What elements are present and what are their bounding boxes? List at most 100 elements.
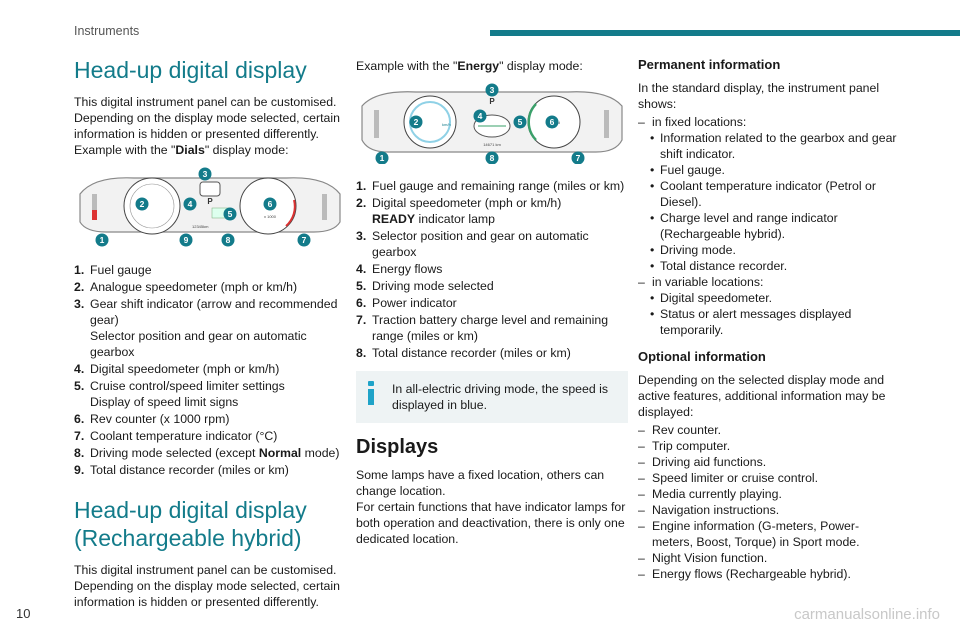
legend-number: 7. bbox=[74, 429, 85, 443]
legend-item: 1.Fuel gauge bbox=[74, 262, 346, 278]
energy-example-prefix: Example with the " bbox=[356, 59, 458, 73]
energy-left-dial bbox=[403, 95, 457, 149]
coolant-gauge-bar bbox=[322, 194, 327, 220]
callout-number: 2 bbox=[414, 117, 419, 127]
legend-item: 7. Coolant temperature indicator (°C) bbox=[74, 428, 346, 444]
column-2: Example with the "Energy" display mode: … bbox=[356, 52, 628, 555]
legend-text: Driving mode selected (except bbox=[90, 446, 259, 460]
legend-number: 6. bbox=[356, 296, 367, 310]
traction-battery-bar bbox=[604, 110, 609, 138]
rpm-unit-label: x 1000 bbox=[264, 214, 277, 219]
callout-number: 6 bbox=[550, 117, 555, 127]
callout-marker bbox=[473, 109, 487, 123]
legend-bold: READY bbox=[372, 212, 416, 226]
optional-info-item: Trip computer. bbox=[638, 438, 900, 454]
callout-marker bbox=[179, 233, 193, 247]
legend-number: 6. bbox=[74, 412, 85, 426]
optional-info-item: Energy flows (Rechargeable hybrid). bbox=[638, 566, 900, 582]
legend-number: 8. bbox=[74, 446, 85, 460]
legend-number: 3. bbox=[74, 297, 85, 311]
legend-text: Fuel gauge and remaining range (miles or… bbox=[372, 179, 625, 193]
callout-number: 7 bbox=[302, 235, 307, 245]
header-accent-bar bbox=[490, 30, 960, 36]
callout-marker bbox=[297, 233, 311, 247]
callout-marker bbox=[221, 233, 235, 247]
legend-subtext: READY indicator lamp bbox=[372, 211, 628, 227]
legend-number: 7. bbox=[356, 313, 367, 327]
example-prefix: Example with the " bbox=[74, 143, 176, 157]
hybrid-intro-paragraph: This digital instrument panel can be cus… bbox=[74, 563, 340, 609]
speedometer-inner-ring bbox=[129, 183, 175, 229]
callout-number: 4 bbox=[188, 199, 193, 209]
info-note-text: In all-electric driving mode, the speed … bbox=[392, 382, 608, 412]
legend-text: Selector position and gear on automatic … bbox=[372, 229, 589, 259]
example-suffix: " display mode: bbox=[204, 143, 289, 157]
callout-number: 1 bbox=[380, 153, 385, 163]
variable-locations-list: Digital speedometer.Status or alert mess… bbox=[638, 290, 900, 338]
callout-marker bbox=[135, 197, 149, 211]
intro-paragraph: This digital instrument panel can be cus… bbox=[74, 95, 340, 141]
legend-item: 7. Traction battery charge level and rema… bbox=[356, 312, 628, 344]
energy-legend-list: 1. Fuel gauge and remaining range (miles … bbox=[356, 178, 628, 361]
legend-number: 1. bbox=[356, 179, 367, 193]
energy-example-suffix: " display mode: bbox=[499, 59, 583, 73]
callout-number: 2 bbox=[140, 199, 145, 209]
legend-tail: indicator lamp bbox=[415, 212, 496, 226]
legend-item: 4.Digital speedometer (mph or km/h) bbox=[74, 361, 346, 377]
section-title-hybrid-display: Head-up digital display (Rechargeable hy… bbox=[74, 497, 307, 551]
power-indicator-arc bbox=[527, 103, 537, 141]
legend-item: 8.Driving mode selected (except Normal m… bbox=[74, 445, 346, 461]
legend-text: Energy flows bbox=[372, 262, 443, 276]
legend-text: Coolant temperature indicator (°C) bbox=[90, 429, 278, 443]
speedometer-dial bbox=[123, 177, 181, 235]
optional-info-item: Night Vision function. bbox=[638, 550, 900, 566]
callout-number: 1 bbox=[100, 235, 105, 245]
permanent-info-title: Permanent information bbox=[638, 57, 781, 72]
energy-odometer: 14671 km bbox=[483, 142, 501, 147]
callout-number: 6 bbox=[268, 199, 273, 209]
legend-number: 4. bbox=[74, 362, 85, 376]
legend-number: 5. bbox=[74, 379, 85, 393]
watermark: carmanualsonline.info bbox=[794, 606, 940, 623]
optional-info-item: Driving aid functions. bbox=[638, 454, 900, 470]
optional-info-list: Rev counter.Trip computer.Driving aid fu… bbox=[638, 422, 900, 582]
legend-subtext: Display of speed limit signs bbox=[90, 395, 239, 409]
callout-number: 5 bbox=[228, 209, 233, 219]
legend-tail: mode) bbox=[301, 446, 340, 460]
legend-item: 9.Total distance recorder (miles or km) bbox=[74, 462, 346, 478]
legend-text: Total distance recorder (miles or km) bbox=[90, 463, 289, 477]
legend-item: 4. Energy flows bbox=[356, 261, 628, 277]
legend-text: Analogue speedometer (mph or km/h) bbox=[90, 280, 298, 294]
energy-example-mode: Energy bbox=[457, 59, 500, 73]
gear-letter: P bbox=[207, 197, 213, 206]
energy-gear-letter: P bbox=[489, 97, 495, 106]
legend-text: Cruise control/speed limiter settings bbox=[90, 379, 285, 393]
callout-marker bbox=[485, 83, 499, 97]
callout-number: 8 bbox=[490, 153, 495, 163]
optional-info-item: Media currently playing. bbox=[638, 486, 900, 502]
legend-text: Traction battery charge level and remain… bbox=[372, 313, 609, 343]
callout-marker bbox=[571, 151, 585, 165]
legend-subtext: Selector position and gear on automatic … bbox=[90, 329, 307, 359]
legend-number: 5. bbox=[356, 279, 367, 293]
legend-item: 3.Gear shift indicator (arrow and recomm… bbox=[74, 296, 346, 360]
section-title-head-up-display: Head-up digital display bbox=[74, 57, 307, 83]
legend-number: 3. bbox=[356, 229, 367, 243]
legend-number: 2. bbox=[356, 196, 367, 210]
displays-paragraph-1: Some lamps have a fixed location, others… bbox=[356, 468, 605, 498]
fixed-location-item: Fuel gauge. bbox=[638, 162, 900, 178]
callout-number: 7 bbox=[576, 153, 581, 163]
legend-item: 1. Fuel gauge and remaining range (miles … bbox=[356, 178, 628, 194]
legend-item: 2.Digital speedometer (mph or km/h)READY… bbox=[356, 195, 628, 227]
legend-number: 4. bbox=[356, 262, 367, 276]
legend-number: 2. bbox=[74, 280, 85, 294]
callout-number: 9 bbox=[184, 235, 189, 245]
fixed-location-item: Coolant temperature indicator (Petrol or… bbox=[638, 178, 900, 210]
column-1: Head-up digital display This digital ins… bbox=[74, 52, 346, 618]
optional-info-intro: Depending on the selected display mode a… bbox=[638, 373, 886, 419]
odometer-readout: 12345km bbox=[192, 224, 209, 229]
